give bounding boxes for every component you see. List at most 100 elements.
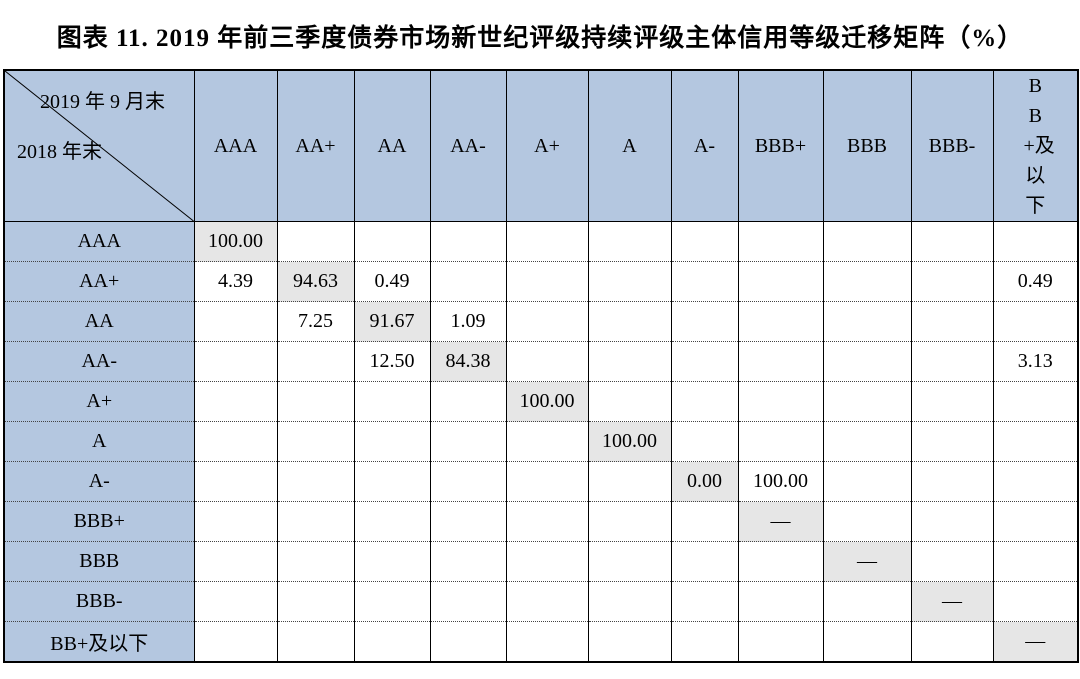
column-header: BBB- <box>910 69 994 222</box>
table-cell: 12.50 <box>353 341 431 382</box>
table-cell <box>822 301 912 342</box>
row-header: A+ <box>3 381 195 422</box>
table-cell <box>276 221 355 262</box>
table-cell <box>992 501 1079 542</box>
table-cell: 1.09 <box>429 301 507 342</box>
table-cell <box>587 581 672 622</box>
table-cell <box>505 301 589 342</box>
table-cell <box>910 381 994 422</box>
table-cell <box>822 221 912 262</box>
migration-matrix: 2019 年 9 月末 2018 年末 AAA AA+ AA AA- A+ A … <box>3 69 1079 663</box>
column-header: A- <box>670 69 739 222</box>
table-cell <box>276 381 355 422</box>
table-cell <box>429 421 507 462</box>
table-cell <box>737 261 824 302</box>
table-cell <box>910 421 994 462</box>
column-header: AA+ <box>276 69 355 222</box>
column-header: AA <box>353 69 431 222</box>
table-cell <box>670 221 739 262</box>
table-cell <box>822 581 912 622</box>
table-cell <box>193 421 278 462</box>
table-cell <box>353 221 431 262</box>
table-cell <box>670 261 739 302</box>
table-cell <box>505 461 589 502</box>
table-cell <box>910 541 994 582</box>
table-cell <box>429 221 507 262</box>
table-cell <box>910 501 994 542</box>
corner-diagonal-line <box>5 71 194 221</box>
table-cell <box>910 621 994 662</box>
table-cell <box>276 341 355 382</box>
diagonal-cell: 91.67 <box>353 301 431 342</box>
table-row: BBB+— <box>3 501 1079 542</box>
diagonal-cell: — <box>992 621 1079 662</box>
diagonal-cell: 100.00 <box>505 381 589 422</box>
table-cell <box>737 621 824 662</box>
table-row: BBB— <box>3 541 1079 582</box>
table-cell <box>587 301 672 342</box>
table-cell <box>587 501 672 542</box>
row-header: AA- <box>3 341 195 382</box>
table-cell <box>910 341 994 382</box>
table-cell <box>429 261 507 302</box>
header-row: 2019 年 9 月末 2018 年末 AAA AA+ AA AA- A+ A … <box>3 69 1079 222</box>
row-header: A- <box>3 461 195 502</box>
table-cell <box>429 581 507 622</box>
table-cell <box>822 261 912 302</box>
column-header-stacked: BB+及以下 <box>992 69 1079 222</box>
table-cell <box>737 421 824 462</box>
table-cell <box>193 341 278 382</box>
table-cell <box>992 301 1079 342</box>
row-header: AA+ <box>3 261 195 302</box>
table-cell <box>737 581 824 622</box>
table-cell <box>670 421 739 462</box>
table-cell <box>353 381 431 422</box>
diagonal-cell: — <box>910 581 994 622</box>
table-cell <box>505 621 589 662</box>
table-cell <box>276 621 355 662</box>
row-header: BBB- <box>3 581 195 622</box>
column-header: AAA <box>193 69 278 222</box>
table-cell <box>670 621 739 662</box>
table-cell <box>992 381 1079 422</box>
table-cell <box>822 621 912 662</box>
table-cell: 0.49 <box>353 261 431 302</box>
table-cell <box>670 341 739 382</box>
table-cell <box>910 301 994 342</box>
table-cell <box>822 501 912 542</box>
table-cell <box>505 421 589 462</box>
table-cell <box>910 261 994 302</box>
table-cell <box>822 341 912 382</box>
diagonal-cell: 94.63 <box>276 261 355 302</box>
row-header: BBB+ <box>3 501 195 542</box>
table-cell <box>276 541 355 582</box>
table-cell <box>822 461 912 502</box>
table-cell <box>670 581 739 622</box>
table-cell <box>587 381 672 422</box>
table-cell <box>737 301 824 342</box>
table-cell: 4.39 <box>193 261 278 302</box>
table-cell <box>587 341 672 382</box>
table-cell <box>193 541 278 582</box>
table-cell <box>276 581 355 622</box>
table-cell <box>587 461 672 502</box>
table-row: A+ 100.00 <box>3 381 1079 422</box>
table-cell: 0.49 <box>992 261 1079 302</box>
column-header: BBB <box>822 69 912 222</box>
table-cell <box>429 541 507 582</box>
table-cell <box>910 221 994 262</box>
table-cell <box>670 301 739 342</box>
diagonal-cell: — <box>822 541 912 582</box>
table-cell <box>429 381 507 422</box>
table-cell: 100.00 <box>737 461 824 502</box>
table-cell <box>353 501 431 542</box>
table-cell <box>670 381 739 422</box>
column-header: A+ <box>505 69 589 222</box>
table-cell <box>992 461 1079 502</box>
diagonal-cell: 100.00 <box>193 221 278 262</box>
table-cell <box>429 501 507 542</box>
